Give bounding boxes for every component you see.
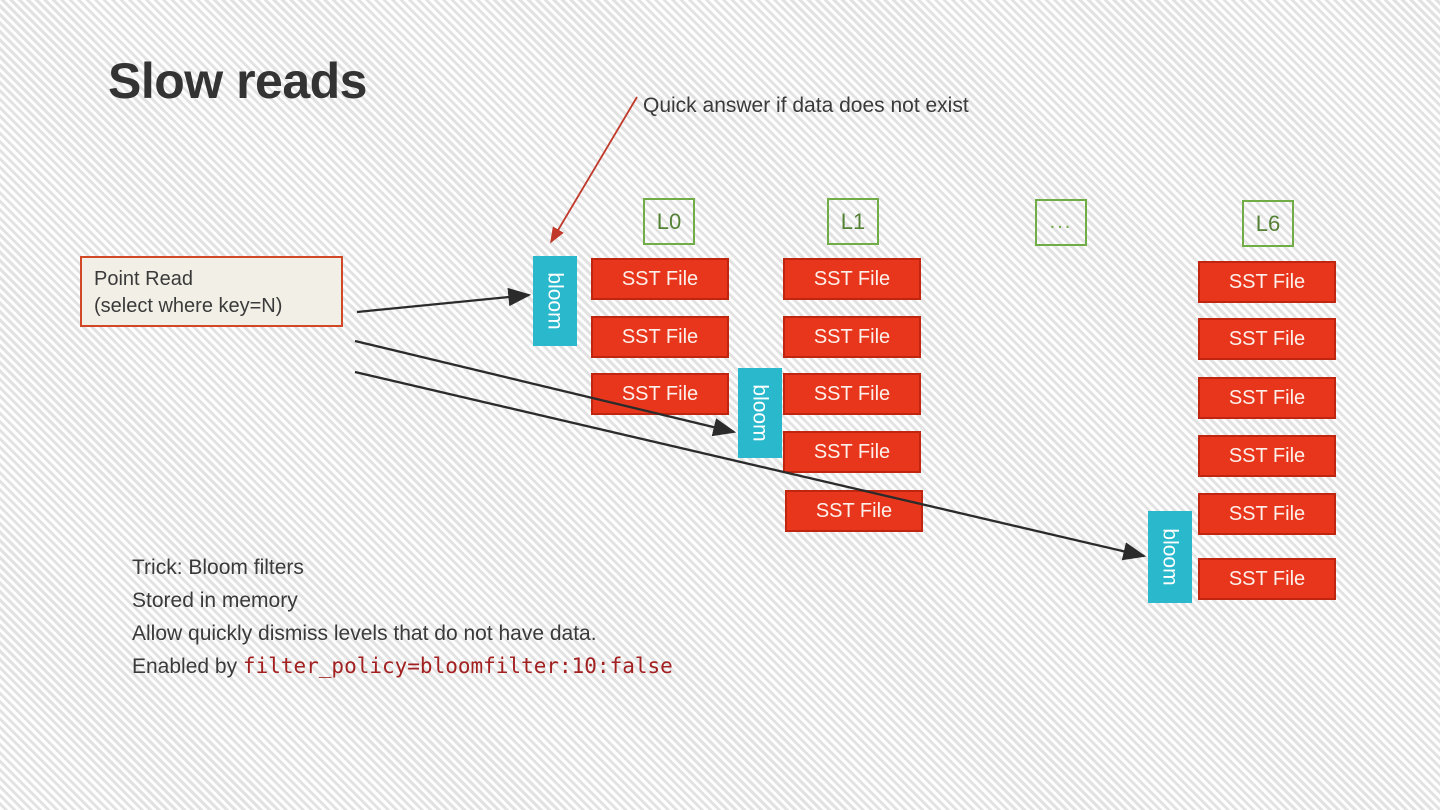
bloom-filter-l6: bloom <box>1148 511 1192 603</box>
note-line-4-prefix: Enabled by <box>132 655 243 678</box>
sst-file-l6-6: SST File <box>1198 558 1336 600</box>
sst-file-l1-1: SST File <box>783 258 921 300</box>
sst-file-l1-5: SST File <box>785 490 923 532</box>
sst-file-l1-4: SST File <box>783 431 921 473</box>
note-line-4: Enabled by filter_policy=bloomfilter:10:… <box>132 650 673 683</box>
point-read-box: Point Read (select where key=N) <box>80 256 343 327</box>
bloom-filter-l1-label: bloom <box>749 384 773 442</box>
note-line-1: Trick: Bloom filters <box>132 556 304 579</box>
read-arrow-to-l0-bloom <box>356 287 532 314</box>
annotation-note: Quick answer if data does not exist <box>643 94 969 117</box>
sst-file-l1-3: SST File <box>783 373 921 415</box>
annotation-arrow <box>550 96 638 244</box>
sst-file-l0-3: SST File <box>591 373 729 415</box>
point-read-line-1: Point Read <box>94 268 193 290</box>
sst-file-l6-5: SST File <box>1198 493 1336 535</box>
sst-file-l6-4: SST File <box>1198 435 1336 477</box>
sst-file-l6-2: SST File <box>1198 318 1336 360</box>
level-label-l6: L6 <box>1242 200 1294 247</box>
bloom-filter-l0: bloom <box>533 256 577 346</box>
bloom-filter-l0-label: bloom <box>544 272 568 330</box>
page-title: Slow reads <box>108 53 368 109</box>
filter-policy-code: filter_policy=bloomfilter:10:false <box>242 654 673 678</box>
level-label-l1: L1 <box>827 198 879 245</box>
note-line-2: Stored in memory <box>132 589 298 612</box>
point-read-line-2: (select where key=N) <box>94 295 283 317</box>
bloom-filter-l1: bloom <box>738 368 782 458</box>
level-label-l0: L0 <box>643 198 695 245</box>
sst-file-l6-1: SST File <box>1198 261 1336 303</box>
sst-file-l0-1: SST File <box>591 258 729 300</box>
note-line-3: Allow quickly dismiss levels that do not… <box>132 622 597 645</box>
sst-file-l0-2: SST File <box>591 316 729 358</box>
sst-file-l6-3: SST File <box>1198 377 1336 419</box>
level-label-ellipsis: ... <box>1035 199 1087 246</box>
sst-file-l1-2: SST File <box>783 316 921 358</box>
notes-block: Trick: Bloom filters Stored in memory Al… <box>132 551 673 683</box>
bloom-filter-l6-label: bloom <box>1159 528 1183 586</box>
